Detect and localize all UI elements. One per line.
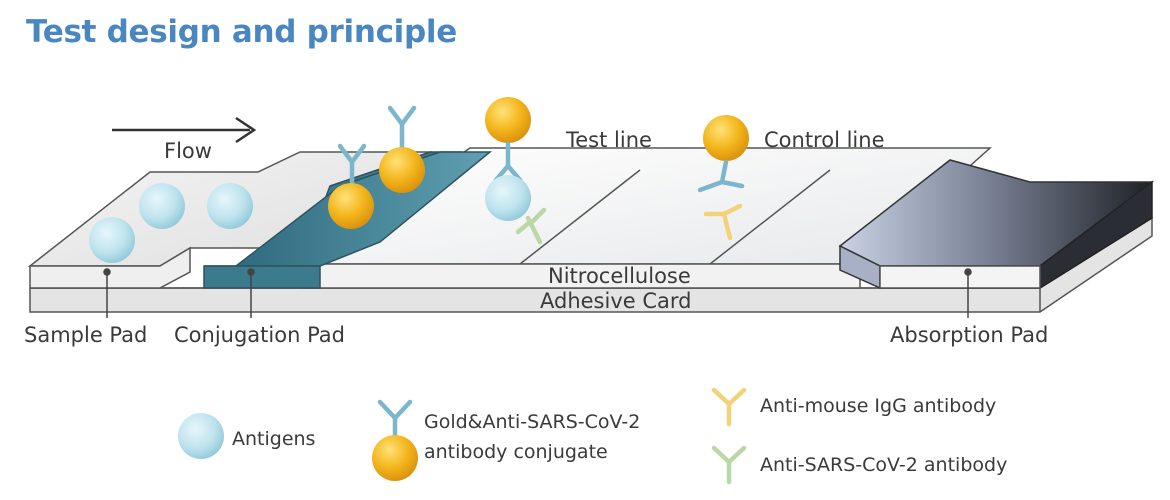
legend: Antigens Gold&Anti-SARS-CoV-2 antibody c… [178, 387, 1007, 485]
legend-anti-mouse: Anti-mouse IgG antibody [760, 395, 996, 417]
test-line-complex [485, 97, 547, 245]
legend-conjugate-line2: antibody conjugate [424, 441, 608, 463]
control-line-complex [697, 115, 749, 241]
conjugation-pad-label: Conjugation Pad [174, 323, 345, 347]
antibody-conjugate-legend-icon [377, 399, 413, 439]
adhesive-card-label: Adhesive Card [540, 289, 691, 313]
control-line-mark [709, 169, 831, 265]
antigen-particles [89, 183, 253, 263]
gold-particle [328, 183, 374, 229]
legend-conjugate-line1: Gold&Anti-SARS-CoV-2 [424, 411, 640, 433]
anti-sars-antibody-icon [711, 445, 747, 485]
absorption-pad [838, 159, 1155, 290]
gold-legend-icon [372, 435, 418, 481]
legend-antigens: Antigens [232, 428, 315, 450]
gold-particle [379, 147, 425, 193]
flow-arrow [112, 116, 257, 144]
test-line-label: Test line [565, 128, 652, 152]
absorption-pad-label: Absorption Pad [890, 323, 1048, 347]
control-line-label: Control line [764, 128, 884, 152]
sample-pad-label: Sample Pad [24, 323, 147, 347]
nitrocellulose-label: Nitrocellulose [548, 264, 691, 288]
legend-anti-sars: Anti-SARS-CoV-2 antibody [760, 454, 1007, 476]
conjugate-cluster [337, 105, 417, 189]
test-line-mark [519, 169, 641, 265]
page-title: Test design and principle [26, 14, 457, 50]
antigen-legend-icon [178, 413, 224, 459]
anti-mouse-antibody-icon [711, 387, 747, 427]
flow-label: Flow [164, 139, 212, 163]
